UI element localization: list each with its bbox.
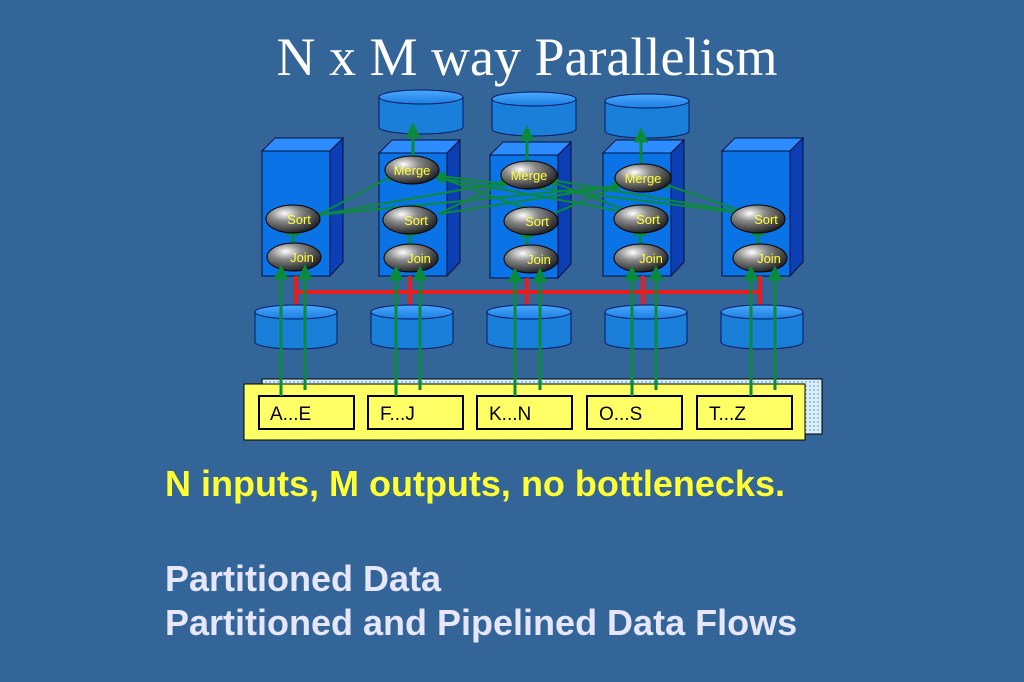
svg-text:Sort: Sort	[754, 212, 778, 227]
partition-label: A...E	[270, 404, 311, 425]
svg-text:Merge: Merge	[625, 171, 662, 186]
sort-node: Sort	[730, 204, 786, 234]
svg-text:Merge: Merge	[511, 168, 548, 183]
tagline: N inputs, M outputs, no bottlenecks.	[165, 463, 785, 504]
sort-node: Sort	[503, 206, 559, 236]
svg-text:Merge: Merge	[394, 163, 431, 178]
merge-node: Merge	[384, 155, 440, 185]
join-node: Join	[503, 244, 559, 274]
partition-label: F...J	[380, 404, 415, 425]
sort-node: Sort	[265, 204, 321, 234]
join-node: Join	[732, 243, 788, 273]
sort-node: Sort	[382, 205, 438, 235]
merge-node: Merge	[500, 160, 558, 190]
output-disk	[604, 93, 690, 139]
svg-text:Join: Join	[757, 251, 781, 266]
slide-title: N x M way Parallelism	[276, 27, 778, 87]
input-arrows	[273, 264, 783, 396]
svg-text:Join: Join	[639, 251, 663, 266]
merge-node: Merge	[614, 163, 672, 193]
local-disk	[486, 304, 572, 350]
merge-output-arrows	[405, 122, 649, 166]
output-disk	[491, 91, 577, 137]
bullet-pipelined-flows: Partitioned and Pipelined Data Flows	[165, 602, 798, 643]
svg-text:Join: Join	[527, 252, 551, 267]
svg-text:Sort: Sort	[636, 212, 660, 227]
join-node: Join	[613, 243, 669, 273]
svg-text:Sort: Sort	[525, 214, 549, 229]
partition-label: T...Z	[709, 404, 746, 425]
join-node: Join	[266, 242, 322, 272]
local-disk	[604, 304, 688, 350]
partition-panel: A...E F...J K...N O...S T...Z	[243, 378, 823, 441]
svg-text:Sort: Sort	[404, 213, 428, 228]
sort-node: Sort	[613, 204, 669, 234]
local-disk	[254, 304, 338, 350]
svg-text:Join: Join	[290, 250, 314, 265]
exchange-arrows	[317, 171, 751, 217]
svg-text:Join: Join	[407, 251, 431, 266]
output-disk	[378, 89, 464, 135]
local-disk	[370, 304, 454, 350]
partition-label: O...S	[599, 404, 642, 425]
partition-label: K...N	[489, 404, 531, 425]
svg-text:Sort: Sort	[287, 212, 311, 227]
bullet-partitioned-data: Partitioned Data	[165, 558, 442, 599]
local-disk	[720, 304, 804, 350]
join-node: Join	[383, 243, 439, 273]
